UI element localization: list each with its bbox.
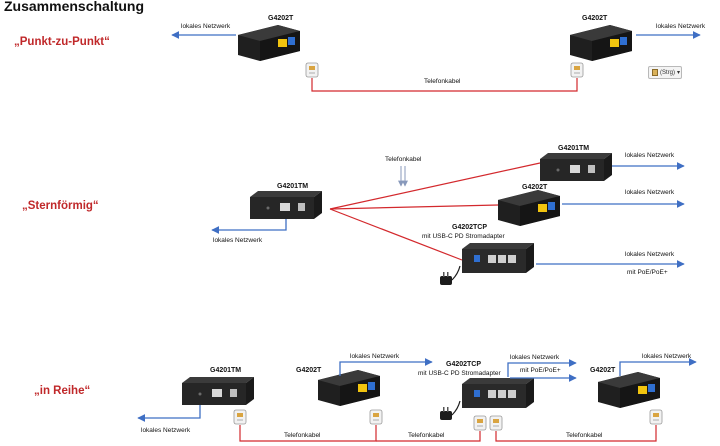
device-label: G4202T <box>590 367 616 374</box>
rj11-connector-icon <box>473 415 487 431</box>
device-label: G4201TM <box>210 367 241 374</box>
rj11-connector-icon <box>369 409 383 425</box>
chevron-down-icon: ▾ <box>677 70 681 76</box>
device-label: G4202T <box>522 184 548 191</box>
device-label: G4202TCP <box>446 361 481 368</box>
device-label: G4202T <box>582 15 608 22</box>
lan-label: lokales Netzwerk <box>510 354 560 361</box>
device-g4201tm <box>182 377 254 405</box>
phone-cable-label: Telefonkabel <box>566 432 603 439</box>
phone-cable-label: Telefonkabel <box>385 156 422 163</box>
power-adapter-icon <box>439 265 461 286</box>
lan-label: lokales Netzwerk <box>213 237 263 244</box>
device-label: G4202T <box>268 15 294 22</box>
phone-cable-line <box>376 431 481 442</box>
rj11-connector-icon <box>570 62 584 78</box>
lan-label: lokales Netzwerk <box>181 23 231 30</box>
device-g4202tcp <box>462 243 534 273</box>
rj11-connector-icon <box>233 409 247 425</box>
phone-cable-label: Telefonkabel <box>424 78 461 85</box>
device-g4202t <box>598 372 660 408</box>
device-label: G4202TCP <box>452 224 487 231</box>
phone-cable-label: Telefonkabel <box>408 432 445 439</box>
device-g4202tcp <box>462 378 534 408</box>
device-label: G4202T <box>296 367 322 374</box>
lan-label: lokales Netzwerk <box>350 353 400 360</box>
device-g4202t <box>570 25 632 61</box>
lan-label: lokales Netzwerk <box>625 189 675 196</box>
device-g4201tm <box>540 153 612 181</box>
lan-arrow-icon <box>211 219 287 234</box>
rj11-connector-icon <box>649 409 663 425</box>
phone-cable-label: Telefonkabel <box>284 432 321 439</box>
lan-label: lokales Netzwerk <box>642 353 692 360</box>
paste-options-icon <box>652 69 658 76</box>
device-g4201tm <box>250 191 322 219</box>
lan-arrow-icon <box>507 359 577 377</box>
section-title-point-to-point: „Punkt-zu-Punkt“ <box>14 36 110 48</box>
rj11-connector-icon <box>305 62 319 78</box>
section-title-star: „Sternförmig“ <box>22 200 99 212</box>
lan-label: lokales Netzwerk <box>656 23 706 30</box>
device-label: G4201TM <box>558 145 589 152</box>
device-g4202t <box>498 190 560 226</box>
paste-options-button[interactable]: (Strg) ▾ <box>648 66 682 79</box>
paste-options-label: (Strg) <box>660 69 675 76</box>
usbc-adapter-label: mit USB-C PD Stromadapter <box>422 233 506 240</box>
power-adapter-icon <box>439 400 461 421</box>
rj11-connector-icon <box>489 415 503 431</box>
diagram-title: Zusammenschaltung <box>4 0 144 14</box>
section-title-chain: „in Reihe“ <box>34 385 90 397</box>
lan-arrow-icon <box>137 405 201 422</box>
lan-label: lokales Netzwerk <box>141 427 191 434</box>
phone-cable-line <box>329 162 541 210</box>
poe-label: mit PoE/PoE+ <box>520 367 561 374</box>
lan-arrow-icon <box>339 358 433 376</box>
phone-cable-line <box>329 204 499 210</box>
phone-cable-line <box>495 425 657 442</box>
usbc-adapter-label: mit USB-C PD Stromadapter <box>418 370 502 377</box>
lan-label: lokales Netzwerk <box>625 251 675 258</box>
device-g4202t <box>238 25 300 61</box>
lan-label: lokales Netzwerk <box>625 152 675 159</box>
poe-label: mit PoE/PoE+ <box>627 269 668 276</box>
device-g4202t <box>318 370 380 406</box>
phone-cable-line <box>239 425 377 442</box>
lan-arrow-icon <box>619 358 697 376</box>
phone-cable-line <box>311 78 578 92</box>
phone-cable-line <box>329 208 463 261</box>
device-label: G4201TM <box>277 183 308 190</box>
